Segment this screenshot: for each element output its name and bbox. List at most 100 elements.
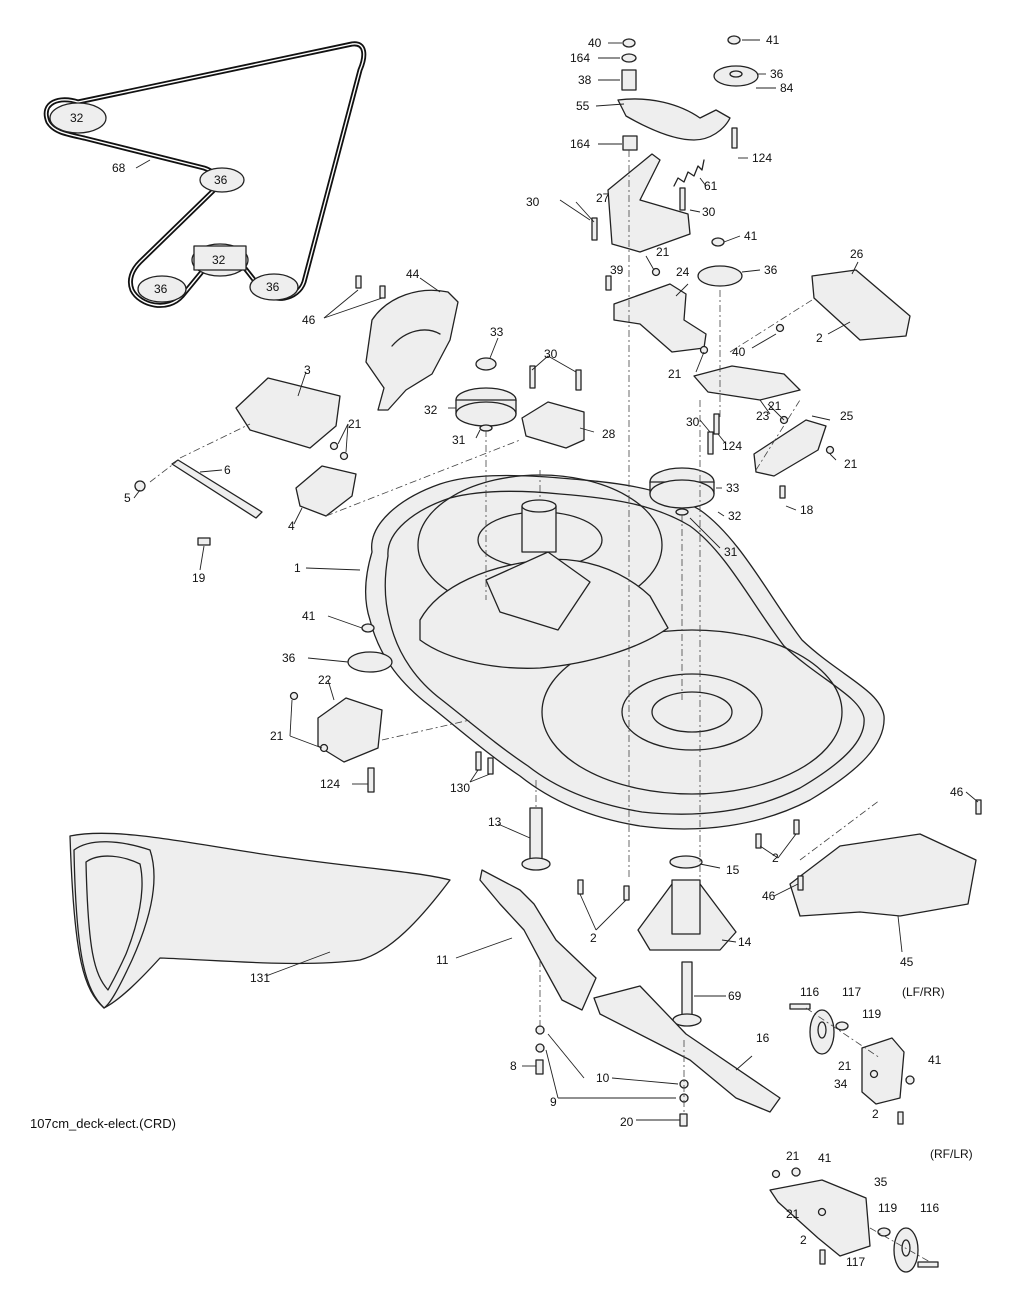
callout-labels: 40 164 38 55 164 41 36 84 124 61 27 30 3… [112,33,973,1269]
bolt-20 [679,1113,688,1127]
bolt-2-bracket-b [819,1249,826,1265]
belt-label-32-center: 32 [212,253,226,267]
deck-right-spindle-hole [651,691,733,733]
callout-39: 39 [610,263,624,277]
callout-16: 16 [756,1031,770,1045]
belt-pulley-36-right [249,273,299,301]
callout-68: 68 [112,161,126,175]
leader-lines [133,39,979,1121]
spring-61 [673,159,705,187]
callout-19: 19 [192,571,206,585]
bolt-124-left [367,767,375,793]
callout-38: 38 [578,73,592,87]
align-gauge-lower [869,1227,931,1263]
bolt-46-mid [797,875,804,891]
callout-36-mid: 36 [764,263,778,277]
callout-41-mid: 41 [744,229,758,243]
nut-21-d [319,743,329,753]
washer-10 [535,1025,545,1035]
belt-label-36-right: 36 [266,280,280,294]
belt-label-32-top: 32 [70,111,84,125]
callout-41-top: 41 [766,33,780,47]
callout-31-right: 31 [724,545,738,559]
blade-11 [479,869,597,1011]
callout-21-a: 21 [656,245,670,259]
spindle-13-flange [521,857,551,871]
bolt-130-a [475,751,482,771]
nut-21-e [825,445,835,455]
nut-41-mid [711,237,725,247]
bolt-46-right [975,799,982,815]
bolt-124-top [731,127,738,149]
bolt-2-bracket-a [897,1111,904,1125]
callout-9: 9 [550,1095,557,1109]
nut-21-b [339,451,349,461]
spacer-38 [621,69,637,91]
deflector-45 [789,833,977,917]
belt-pulley-32-top [49,102,107,134]
bolt-30-c [529,365,536,389]
pulley-32-left-bottom [455,401,517,427]
nut-41-bracket-b [791,1167,801,1177]
align-bracket-26 [729,299,813,353]
pulley-33-right-bottom [649,479,715,509]
rod-6 [171,459,263,519]
spindle-blade-group [479,807,977,1273]
belt-pulley-32-hub [193,245,247,271]
callout-21-g: 21 [838,1059,852,1073]
bolt-30-b [591,217,598,241]
bolt-2-deck-a [577,879,584,895]
nut-40-top [622,38,636,48]
plate-23 [693,365,801,401]
gauge-wheel-117-upper-hub [817,1021,827,1039]
diagram-caption: 107cm_deck-elect.(CRD) [30,1116,176,1131]
alignment-lines [149,150,931,1263]
callout-30-b: 30 [702,205,716,219]
spindle-housing-14-tube [671,879,701,935]
nut-21-bracket-a [869,1069,879,1079]
callout-116-lower: 116 [920,1201,939,1215]
deck-rim [384,490,865,815]
callout-2-b: 2 [590,931,597,945]
callout-28: 28 [602,427,616,441]
callout-36-top: 36 [770,67,784,81]
callout-21-c: 21 [768,399,782,413]
deck-center-shaft [521,505,557,553]
callout-11: 11 [436,953,449,967]
align-bracket-25 [755,399,801,471]
callout-119-lower: 119 [878,1201,897,1215]
discharge-chute [69,832,451,1009]
callout-30-a: 30 [526,195,540,209]
bolt-130-b [487,757,494,775]
callout-131: 131 [250,971,270,985]
deck-center-channel [485,551,591,631]
callout-21-h: 21 [786,1149,800,1163]
bolt-18 [779,485,786,499]
align-bracket-3 [179,423,251,459]
deck-right-spindle-opening [621,673,763,751]
callout-164-lower: 164 [570,137,590,151]
nut-21-g [699,345,709,355]
bolt-2-right-b [793,819,800,835]
callout-41-lower: 41 [302,609,316,623]
callout-2-a: 2 [816,331,823,345]
belt-label-36-mid: 36 [214,173,228,187]
chute-opening-inner [85,855,143,991]
idler-arm-55 [617,98,731,141]
callout-40-mid: 40 [732,345,746,359]
callout-5: 5 [124,491,131,505]
bolt-2-deck-b [623,885,630,901]
belt-pulley-36-mid [199,167,245,193]
spindle-13 [529,807,543,865]
callout-41-bracket: 41 [928,1053,942,1067]
nut-40-mid [775,323,785,333]
callout-164-top: 164 [570,51,590,65]
callout-30-c: 30 [686,415,700,429]
callout-46-top: 46 [302,313,316,327]
bolt-46-top-a [355,275,362,289]
callout-20: 20 [620,1115,634,1129]
gauge-bracket-35 [769,1179,871,1257]
bolt-116-lower [917,1261,939,1268]
bushing-164-lower [622,135,638,151]
